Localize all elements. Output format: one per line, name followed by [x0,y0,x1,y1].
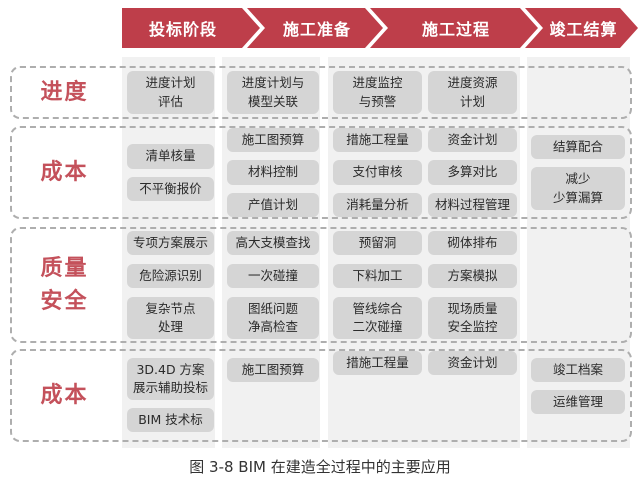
app-box: 支付审核 [333,160,422,185]
app-box: BIM 技术标 [127,408,214,433]
app-box: 进度监控 与预警 [333,71,422,114]
app-box: 清单核量 [127,144,214,169]
row-cost-2: 成本 3D.4D 方案 展示辅助投标 BIM 技术标 施工图预算 措施工程量 资… [10,349,632,442]
app-box: 危险源识别 [127,263,214,288]
app-box: 专项方案展示 [127,230,214,255]
column-strip-settlement [527,57,630,448]
row-quality-safety: 质量 安全 专项方案展示 危险源识别 复杂节点 处理 高大支模查找 一次碰撞 图… [10,227,632,343]
phase-arrow-settlement: 竣工结算 [525,8,638,48]
row-label-quality-safety: 质量 安全 [40,256,89,314]
phase-arrow-bidding: 投标阶段 [122,8,260,48]
app-box: 运维管理 [531,390,625,415]
row-label-cost: 成本 [40,160,89,185]
cell-cost-bidding: 清单核量 不平衡报价 [124,128,217,217]
app-box: 管线综合 二次碰撞 [333,297,422,340]
phase-arrow-preparation: 施工准备 [247,8,383,48]
cell-progress-preparation: 进度计划与 模型关联 [224,68,322,117]
app-box: 措施工程量 [333,128,422,153]
app-box: 进度计划 评估 [127,71,214,114]
cell-progress-bidding: 进度计划 评估 [124,68,217,117]
app-box: 复杂节点 处理 [127,297,214,340]
cell-quality-process: 预留洞 下料加工 管线综合 二次碰撞 砌体排布 方案模拟 现场质量 安全监控 [329,229,521,341]
app-box: 不平衡报价 [127,176,214,201]
cell-cost-process: 措施工程量 支付审核 消耗量分析 资金计划 多算对比 材料过程管理 [329,128,521,217]
row-cost: 成本 清单核量 不平衡报价 施工图预算 材料控制 产值计划 措施工程量 支付审核… [10,126,632,219]
app-box: 减少 少算漏算 [531,167,625,210]
phase-arrow-process: 施工过程 [370,8,538,48]
app-box: 施工图预算 [227,358,319,383]
app-box: 高大支模查找 [227,230,319,255]
cell-cost2-process: 措施工程量 资金计划 [329,351,521,440]
app-box: 方案模拟 [428,263,517,288]
row-label-cost-2: 成本 [40,383,89,408]
cell-progress-process: 进度监控 与预警 进度资源 计划 [329,68,521,117]
app-box: 竣工档案 [531,358,625,383]
cell-cost2-settlement: 竣工档案 运维管理 [528,351,628,440]
app-box: 措施工程量 [333,351,422,376]
app-box: 进度资源 计划 [428,71,517,114]
cell-quality-settlement [528,229,628,341]
app-box: 产值计划 [227,192,319,217]
app-box: 材料过程管理 [428,192,517,217]
cell-cost-preparation: 施工图预算 材料控制 产值计划 [224,128,322,217]
row-progress: 进度 进度计划 评估 进度计划与 模型关联 进度监控 与预警 进度资源 计划 [10,66,632,119]
app-box: 资金计划 [428,128,517,153]
app-box: 进度计划与 模型关联 [227,71,319,114]
app-box: 资金计划 [428,351,517,376]
app-box: 砌体排布 [428,230,517,255]
app-box: 结算配合 [531,135,625,160]
app-box: 下料加工 [333,263,422,288]
app-box: 图纸问题 净高检查 [227,297,319,340]
app-box: 预留洞 [333,230,422,255]
cell-progress-settlement [528,68,628,117]
cell-cost2-bidding: 3D.4D 方案 展示辅助投标 BIM 技术标 [124,351,217,440]
figure-caption: 图 3-8 BIM 在建造全过程中的主要应用 [189,458,451,476]
app-box: 多算对比 [428,160,517,185]
cell-quality-preparation: 高大支模查找 一次碰撞 图纸问题 净高检查 [224,229,322,341]
cell-cost2-preparation: 施工图预算 [224,351,322,440]
phase-arrow-bar: 投标阶段 施工准备 施工过程 竣工结算 [122,8,638,48]
cell-cost-settlement: 结算配合 减少 少算漏算 [528,128,628,217]
app-box: 施工图预算 [227,128,319,153]
row-label-progress: 进度 [40,80,89,105]
cell-quality-bidding: 专项方案展示 危险源识别 复杂节点 处理 [124,229,217,341]
app-box: 现场质量 安全监控 [428,297,517,340]
app-box: 材料控制 [227,160,319,185]
app-box: 3D.4D 方案 展示辅助投标 [127,358,214,401]
app-box: 消耗量分析 [333,192,422,217]
app-box: 一次碰撞 [227,263,319,288]
